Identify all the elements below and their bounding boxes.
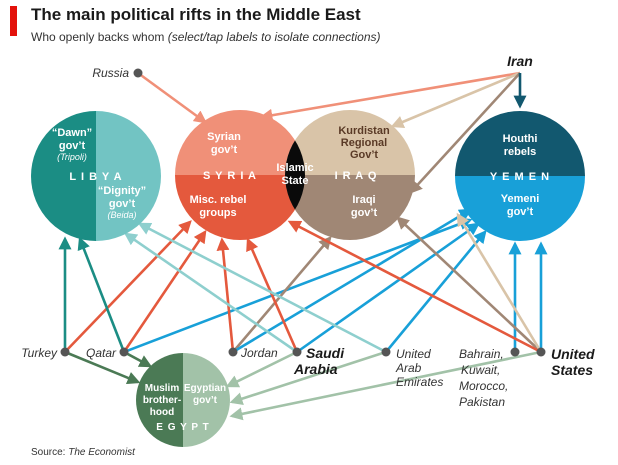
link-jordan-yemeni-govt xyxy=(232,208,473,354)
libya-dawn-line2: gov’t xyxy=(59,140,86,152)
us-dot[interactable] xyxy=(536,347,546,357)
egypt-govt-line2: gov’t xyxy=(193,395,218,406)
iraq-kurd-line2: Regional xyxy=(341,137,387,149)
actor-uae-line2[interactable]: Arab xyxy=(395,361,422,375)
libya-dawn-line3: (Tripoli) xyxy=(57,152,87,162)
actor-bahrain-line2[interactable]: Kuwait, xyxy=(461,363,500,377)
libya-circle: “Dawn” gov’t (Tripoli) L I B Y A “Dignit… xyxy=(31,111,161,241)
egypt-circle: Muslim brother- hood Egyptian gov’t E G … xyxy=(136,353,230,447)
turkey-dot[interactable] xyxy=(60,347,70,357)
link-saudi-yemeni-govt xyxy=(296,222,481,354)
actor-dots xyxy=(60,68,546,357)
link-turkey-rebels xyxy=(64,220,192,353)
russia-dot[interactable] xyxy=(133,68,143,78)
iraq-country-label: I R A Q xyxy=(335,170,378,182)
page-title: The main political rifts in the Middle E… xyxy=(31,5,361,24)
link-iran-kurdistan xyxy=(390,71,521,128)
islamic-state-line1: Islamic xyxy=(276,162,313,174)
actor-uae-line3[interactable]: Emirates xyxy=(396,375,443,389)
page-subtitle: Who openly backs whom (select/tap labels… xyxy=(31,30,381,44)
syria-country-label: S Y R I A xyxy=(203,170,257,182)
libya-country-label: L I B Y A xyxy=(69,171,122,183)
actor-uae-line1[interactable]: United xyxy=(396,347,431,361)
egypt-mb-line1: Muslim xyxy=(145,383,180,394)
link-saudi-rebels xyxy=(246,237,299,353)
connection-lines xyxy=(58,71,548,421)
iraq-kurd-line1: Kurdistan xyxy=(338,125,390,137)
iraq-kurd-line3: Gov’t xyxy=(350,149,378,161)
actor-qatar-label[interactable]: Qatar xyxy=(86,346,117,360)
link-us-rebels xyxy=(287,220,542,354)
subtitle-hint: (select/tap labels to isolate connection… xyxy=(167,30,381,44)
link-saudi-egyptian-govt xyxy=(225,350,298,388)
libya-dignity-line3: (Beida) xyxy=(107,210,136,220)
yemen-houthi-line2: rebels xyxy=(504,146,536,158)
link-us-egyptian-govt xyxy=(229,350,542,421)
link-iran-syrian-govt xyxy=(259,71,521,122)
syria-rebels-line2: groups xyxy=(199,207,236,219)
yemen-country-label: Y E M E N xyxy=(490,171,550,183)
link-qatar-yemeni-govt xyxy=(123,217,473,354)
uae-dot[interactable] xyxy=(381,347,391,357)
link-us-kurdistan xyxy=(456,212,543,353)
egypt-govt-line1: Egyptian xyxy=(184,383,226,394)
libya-dignity-line2: gov’t xyxy=(109,198,136,210)
saudi-dot[interactable] xyxy=(292,347,302,357)
link-qatar-dawn xyxy=(77,236,126,353)
egypt-mb-line2: brother- xyxy=(143,395,181,406)
bahrain-dot[interactable] xyxy=(510,347,520,357)
source-name: The Economist xyxy=(68,447,135,458)
actor-jordan-label[interactable]: Jordan xyxy=(240,346,278,360)
yemen-govt-line1: Yemeni xyxy=(501,193,540,205)
actor-saudi-line1[interactable]: Saudi xyxy=(306,345,345,361)
link-jordan-rebels xyxy=(216,237,235,353)
link-uae-egyptian-govt xyxy=(229,350,387,405)
actor-iran-label[interactable]: Iran xyxy=(507,53,533,69)
link-uae-yemeni-govt xyxy=(384,229,487,353)
qatar-dot[interactable] xyxy=(119,347,129,357)
link-iran-iraqi-govt xyxy=(409,72,521,194)
syria-rebels-line1: Misc. rebel xyxy=(190,194,247,206)
actor-russia-label[interactable]: Russia xyxy=(92,66,129,80)
libya-dawn-line1: “Dawn” xyxy=(52,127,92,139)
link-uae-dignity xyxy=(137,222,387,354)
iraq-govt-line2: gov’t xyxy=(351,207,378,219)
actor-bahrain-line4[interactable]: Pakistan xyxy=(459,395,505,409)
jordan-dot[interactable] xyxy=(228,347,238,357)
actor-turkey-label[interactable]: Turkey xyxy=(21,346,58,360)
subtitle-lead: Who openly backs whom xyxy=(31,30,168,44)
actor-bahrain-line1[interactable]: Bahrain, xyxy=(459,347,504,361)
yemen-govt-line2: gov’t xyxy=(507,206,534,218)
egypt-country-label: E G Y P T xyxy=(156,422,209,433)
actor-bahrain-line3[interactable]: Morocco, xyxy=(459,379,508,393)
source-prefix: Source: xyxy=(31,447,69,458)
accent-bar xyxy=(10,6,17,36)
syria-govt-line1: Syrian xyxy=(207,131,241,143)
iraq-govt-line1: Iraqi xyxy=(352,194,375,206)
actor-us-line1[interactable]: United xyxy=(551,346,595,362)
egypt-mb-line3: hood xyxy=(150,407,174,418)
yemen-circle: Houthi rebels Y E M E N Yemeni gov’t xyxy=(455,111,585,241)
actor-saudi-line2[interactable]: Arabia xyxy=(293,361,338,377)
link-saudi-dignity xyxy=(123,232,298,354)
actor-us-line2[interactable]: States xyxy=(551,362,593,378)
link-turkey-mb xyxy=(64,350,141,385)
libya-dignity-line1: “Dignity” xyxy=(98,185,146,197)
link-us-iraqi-govt xyxy=(396,216,542,353)
source-note: Source: The Economist xyxy=(31,447,135,458)
islamic-state-line2: State xyxy=(282,175,309,187)
yemen-houthi-line1: Houthi xyxy=(503,133,538,145)
link-qatar-mb xyxy=(123,350,153,368)
link-jordan-iraqi-govt xyxy=(232,236,332,353)
syria-govt-line2: gov’t xyxy=(211,144,238,156)
link-russia-syrian-govt xyxy=(137,71,208,124)
